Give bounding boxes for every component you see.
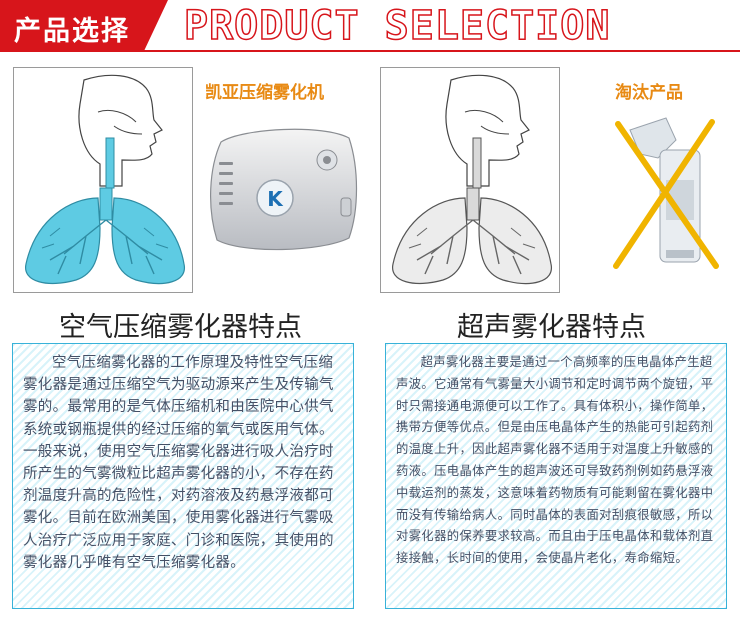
lungs-blue-image [13,67,193,293]
lungs-respiratory-icon [25,74,185,285]
lungs-gray-image [380,67,560,293]
section-header: 产品选择 PRODUCT SELECTION [0,0,740,52]
left-description-panel: 空气压缩雾化器的工作原理及特性空气压缩雾化器是通过压缩空气为驱动源来产生及传输气… [12,343,354,609]
device-logo-text: K [267,187,284,211]
right-section-title: 超声雾化器特点 [457,312,646,343]
ultrasonic-nebulizer-crossed-icon [613,117,719,269]
product-name-left: 凯亚压缩雾化机 [205,83,324,103]
header-red-tab [0,0,168,50]
right-description-text: 超声雾化器主要是通过一个高频率的压电晶体产生超声波。它通常有气雾量大小调节和定时… [396,355,714,566]
right-description-panel: 超声雾化器主要是通过一个高频率的压电晶体产生超声波。它通常有气雾量大小调节和定时… [385,343,727,609]
product-name-right: 淘汰产品 [615,83,683,103]
header-underline [0,50,740,52]
compressor-nebulizer-icon: K [210,128,358,251]
left-description-text: 空气压缩雾化器的工作原理及特性空气压缩雾化器是通过压缩空气为驱动源来产生及传输气… [23,355,334,571]
header-title-cn: 产品选择 [14,16,130,47]
lungs-respiratory-gray-icon [392,74,552,285]
header-title-en: PRODUCT SELECTION [183,2,611,50]
left-section-title: 空气压缩雾化器特点 [59,312,302,343]
